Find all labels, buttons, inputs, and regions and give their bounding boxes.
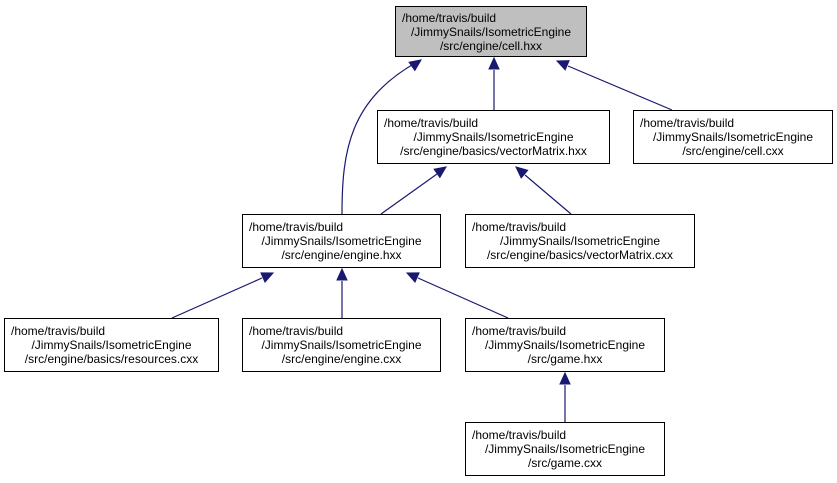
node-cell-cxx[interactable]: /home/travis/build /JimmySnails/Isometri… <box>633 110 833 164</box>
node-line: /home/travis/build <box>640 116 735 130</box>
node-cell-hxx: /home/travis/build /JimmySnails/Isometri… <box>395 6 587 57</box>
node-line: /JimmySnails/IsometricEngine <box>484 442 646 456</box>
arrowhead-icon <box>559 371 571 385</box>
edge-engine-cxx-to-engine-hxx <box>336 267 348 318</box>
arrowhead-icon <box>515 166 529 179</box>
node-engine-cxx[interactable]: /home/travis/build /JimmySnails/Isometri… <box>242 318 441 372</box>
edge-vectorMatrix-cxx-to-vectorMatrix-hxx <box>515 166 572 215</box>
node-line: /src/engine/engine.cxx <box>281 352 402 366</box>
node-line: /home/travis/build <box>384 116 479 130</box>
node-line: /JimmySnails/IsometricEngine <box>652 130 814 144</box>
node-line: /src/game.cxx <box>527 456 602 470</box>
node-line: /home/travis/build <box>402 10 497 25</box>
edge-game-cxx-to-game-hxx <box>559 371 571 422</box>
node-line: /home/travis/build <box>11 324 106 338</box>
node-line: /JimmySnails/IsometricEngine <box>261 338 422 352</box>
node-line: /home/travis/build <box>472 324 567 338</box>
node-line: /JimmySnails/IsometricEngine <box>31 338 192 352</box>
arrowhead-icon <box>260 272 275 283</box>
node-line: /JimmySnails/IsometricEngine <box>413 130 574 144</box>
node-line: /src/engine/basics/resources.cxx <box>24 352 199 366</box>
node-game-cxx[interactable]: /home/travis/build /JimmySnails/Isometri… <box>465 422 665 476</box>
arrowhead-icon <box>408 59 422 72</box>
arrowhead-icon <box>336 267 348 281</box>
node-line: /JimmySnails/IsometricEngine <box>261 234 422 248</box>
node-line: /home/travis/build <box>249 324 344 338</box>
edge-line <box>524 174 572 215</box>
node-resources-cxx[interactable]: /home/travis/build /JimmySnails/Isometri… <box>4 318 219 372</box>
node-line: /src/engine/basics/vectorMatrix.cxx <box>486 248 674 262</box>
edge-line <box>380 173 438 215</box>
node-line: /src/engine/cell.cxx <box>682 144 784 158</box>
edge-engine-hxx-to-cell-hxx <box>341 59 422 215</box>
edge-cell-cxx-to-cell-hxx <box>555 60 673 111</box>
node-line: /src/engine/cell.hxx <box>439 38 543 53</box>
node-line: /src/engine/engine.hxx <box>281 248 402 262</box>
edge-line <box>417 277 509 319</box>
edge-line <box>567 65 673 111</box>
node-line: /JimmySnails/IsometricEngine <box>410 24 572 39</box>
node-line: /home/travis/build <box>472 428 567 442</box>
node-vectormatrix-cxx[interactable]: /home/travis/build /JimmySnails/Isometri… <box>465 214 695 268</box>
node-vectormatrix-hxx[interactable]: /home/travis/build /JimmySnails/Isometri… <box>377 110 610 164</box>
arrowhead-icon <box>488 56 500 70</box>
node-line: /src/engine/basics/vectorMatrix.hxx <box>400 144 587 158</box>
node-line: /JimmySnails/IsometricEngine <box>499 234 661 248</box>
edge-engine-hxx-to-vectorMatrix-hxx <box>380 166 447 215</box>
edge-vectorMatrix-hxx-to-cell-hxx <box>488 56 500 110</box>
node-line: /src/game.hxx <box>527 352 603 366</box>
edge-game-hxx-to-engine-hxx <box>405 272 509 319</box>
edge-line <box>341 61 418 215</box>
arrowhead-icon <box>433 166 447 179</box>
edge-line <box>171 277 263 319</box>
arrowhead-icon <box>405 272 420 283</box>
node-line: /home/travis/build <box>249 220 344 234</box>
node-engine-hxx[interactable]: /home/travis/build /JimmySnails/Isometri… <box>242 214 441 268</box>
node-line: /JimmySnails/IsometricEngine <box>484 338 646 352</box>
arrowhead-icon <box>555 60 570 71</box>
node-game-hxx[interactable]: /home/travis/build /JimmySnails/Isometri… <box>465 318 665 372</box>
edge-resources-cxx-to-engine-hxx <box>171 272 275 319</box>
node-line: /home/travis/build <box>472 220 567 234</box>
